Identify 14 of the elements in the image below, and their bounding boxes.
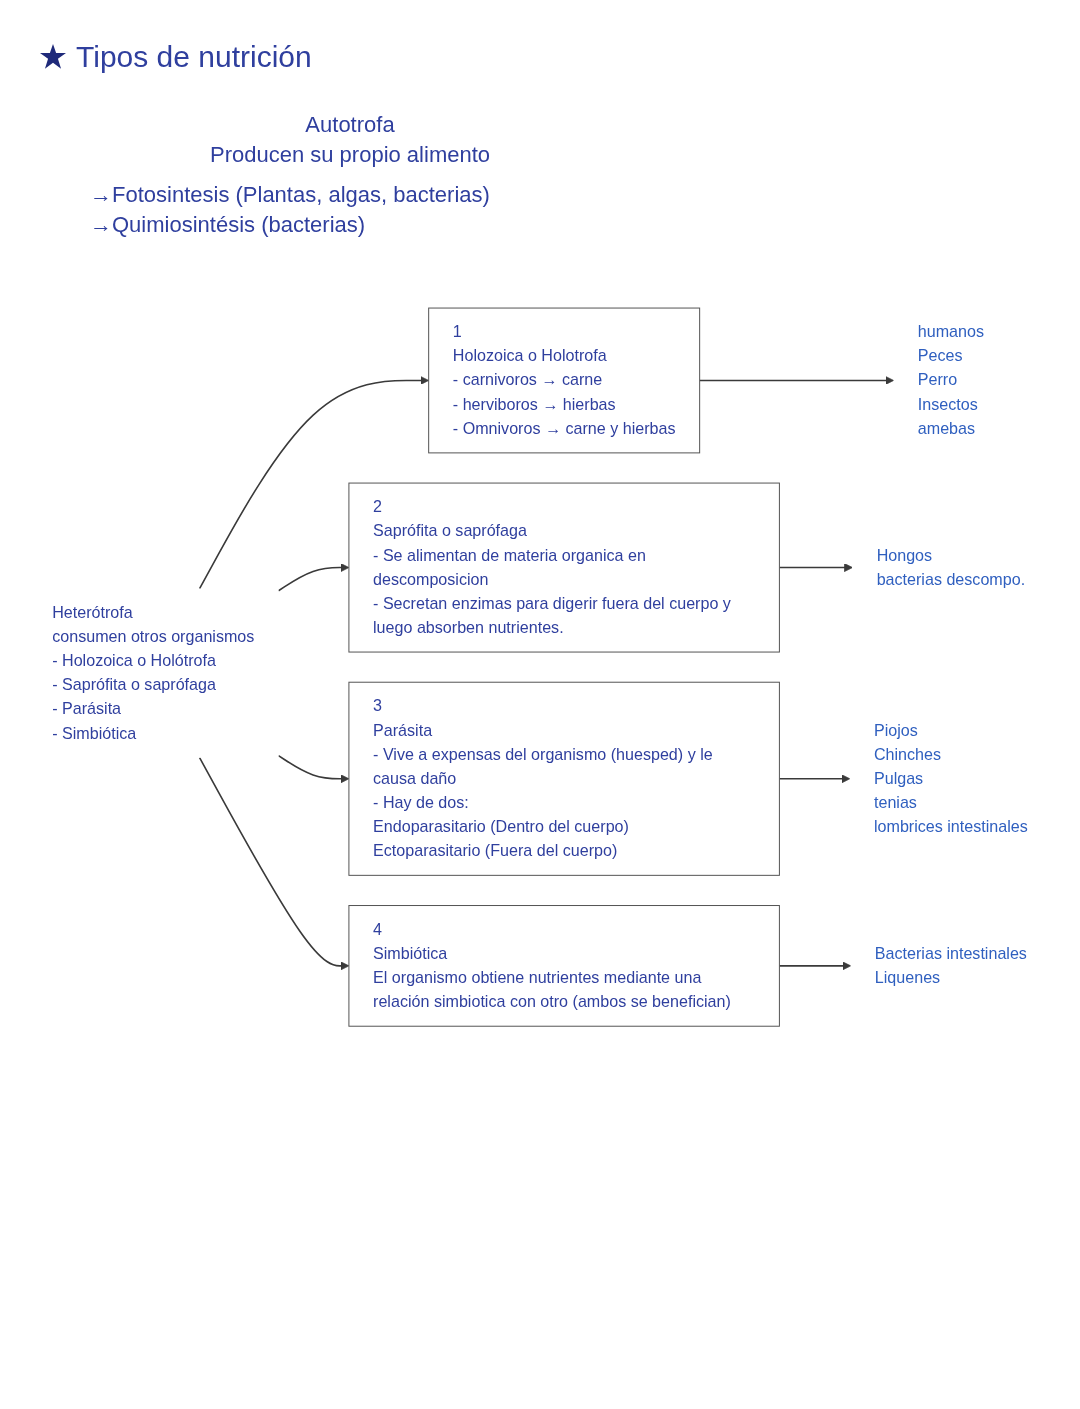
node-text: Heterótrofa consumen otros organismos - Holozoica o Holótrofa - Saprófita o saprófaga - Parásita - Simbiótica	[52, 603, 255, 742]
node-text: Bacterias intestinales Liquenes	[874, 944, 1027, 986]
page-title: Tipos de nutrición	[76, 40, 312, 74]
node-text: Piojos Chinches Pulgas tenias lombrices intestinales	[873, 721, 1028, 836]
node-box: 4 Simbiótica El organismo obtiene nutrientes mediante una relación simbiotica con otro (ambos se benefician)	[348, 905, 780, 1027]
definition-text: Producen su propio alimento	[208, 141, 492, 169]
node-box: 3 Parásita - Vive a expensas del organismo (huesped) y le causa daño - Hay de dos: Endoparasitario (Dentro del cuerpo) Ectoparasitario (Fuera del cuerpo)	[348, 681, 780, 876]
list-item: →Quimiosintésis (bacterias)	[90, 211, 367, 239]
list-item: →Fotosintesis (Plantas, algas, bacterias)	[90, 181, 491, 209]
node-text: humanos Peces Perro Insectos amebas	[917, 323, 984, 437]
node-box: 2 Saprófita o saprófaga - Se alimentan de materia organica en descomposicion - Secretan enzimas para digerir fuera del cuerpo y luego absorben nutrientes.	[348, 482, 780, 653]
column-heading: Autotrofa	[304, 111, 396, 139]
node-box: 1 Holozoica o Holotrofa - carnivoros → carne - herviboros → hierbas - Omnivoros → carne y hierbas	[428, 307, 701, 454]
node-text: Hongos bacterias descompo.	[876, 546, 1026, 588]
